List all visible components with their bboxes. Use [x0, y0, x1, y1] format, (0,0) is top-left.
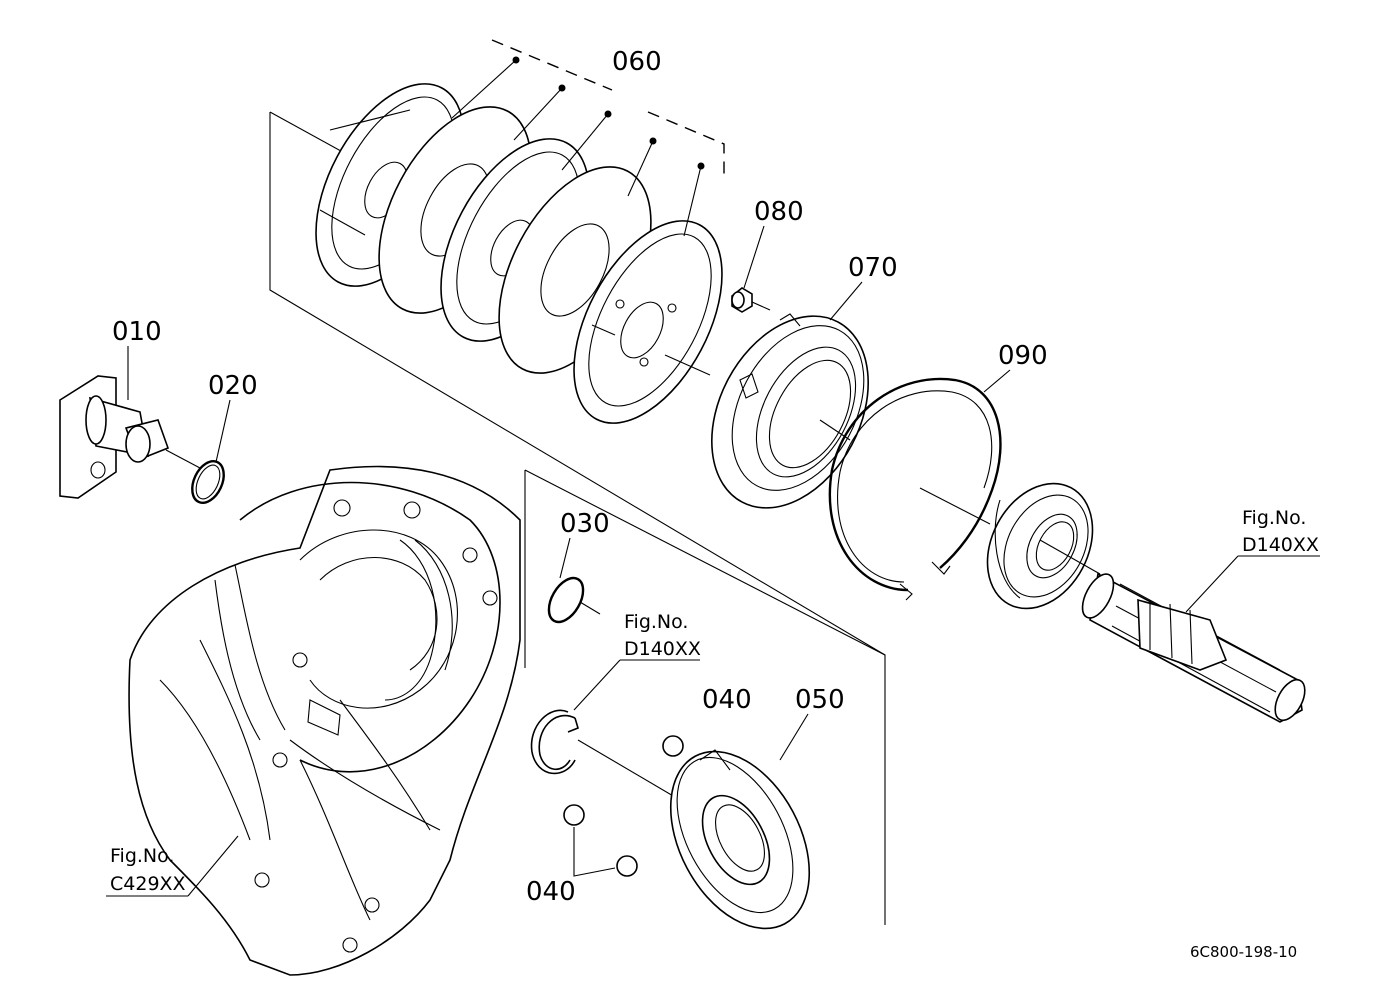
- callout-080: 080: [754, 197, 804, 227]
- drawing-code: 6C800-198-10: [1190, 943, 1297, 961]
- ref-circlip-line2: D140XX: [624, 638, 701, 660]
- ball-bearing: [986, 482, 1094, 610]
- ref-circlip-line1: Fig.No.: [624, 611, 688, 633]
- part-040-balls: [563, 735, 684, 877]
- callout-040-top: 040: [702, 685, 752, 715]
- ref-shaft-line1: Fig.No.: [1242, 507, 1306, 529]
- splined-shaft: [1039, 539, 1306, 723]
- ref-shaft-line2: D140XX: [1242, 534, 1319, 556]
- part-090-snap-ring: [828, 377, 1002, 601]
- callout-070: 070: [848, 253, 898, 283]
- circlip: [530, 709, 681, 801]
- callout-020: 020: [208, 371, 258, 401]
- ref-case-line1: Fig.No.: [110, 845, 174, 867]
- callout-060: 060: [612, 47, 662, 77]
- part-030-snap-ring: [547, 576, 601, 624]
- part-020-o-ring: [191, 460, 225, 504]
- part-010-shaft: [59, 375, 201, 499]
- callout-050: 050: [795, 685, 845, 715]
- callouts: 010 020 030 040 040 050 060 070 080 090: [112, 47, 1048, 907]
- callout-030: 030: [560, 509, 610, 539]
- part-050-cam-plate: [669, 749, 811, 930]
- transmission-case: [128, 465, 521, 976]
- part-080-pin: [731, 287, 771, 313]
- part-060-clutch-plates: [315, 39, 725, 424]
- ref-case-line2: C429XX: [110, 873, 186, 895]
- callout-010: 010: [112, 317, 162, 347]
- callout-040-bottom: 040: [526, 877, 576, 907]
- callout-090: 090: [998, 341, 1048, 371]
- part-070-piston: [711, 313, 869, 509]
- figure-references: Fig.No. C429XX Fig.No. D140XX Fig.No. D1…: [106, 507, 1320, 897]
